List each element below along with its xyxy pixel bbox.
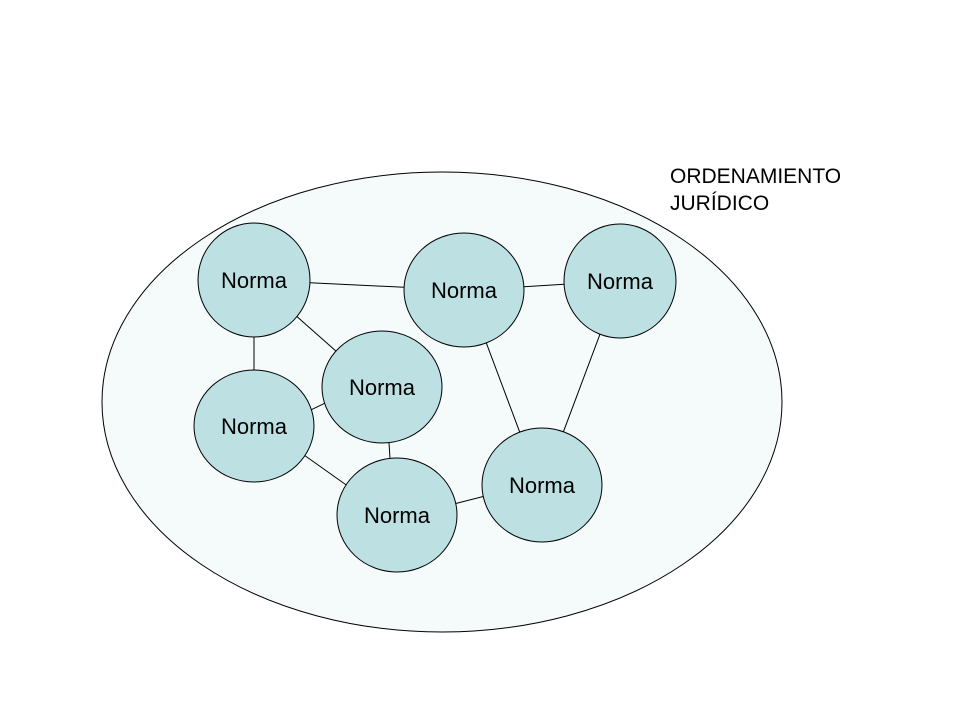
norm-label: Norma xyxy=(509,473,576,498)
norm-label: Norma xyxy=(431,278,498,303)
norm-circle xyxy=(336,457,458,573)
connections xyxy=(253,282,601,504)
norm-label: Norma xyxy=(221,414,288,439)
connection-n2-n3 xyxy=(523,283,565,288)
norm-node-1: Norma xyxy=(197,222,311,338)
connection-n3-n7 xyxy=(562,334,601,432)
connection-n1-n5 xyxy=(296,316,337,352)
diagram-title-line-2: JURÍDICO xyxy=(670,192,769,215)
norm-label: Norma xyxy=(221,268,288,293)
connection-n1-n2 xyxy=(309,282,405,288)
norm-label: Norma xyxy=(587,269,654,294)
connection-n4-n6 xyxy=(304,455,347,486)
norm-circle xyxy=(193,369,315,483)
norm-node-6: Norma xyxy=(336,457,458,573)
norm-node-5: Norma xyxy=(321,330,443,444)
norm-circle xyxy=(197,222,311,338)
norm-node-4: Norma xyxy=(193,369,315,483)
norm-node-2: Norma xyxy=(403,232,525,348)
norm-label: Norma xyxy=(349,375,416,400)
norm-node-3: Norma xyxy=(563,223,677,339)
norm-circle xyxy=(403,232,525,348)
norm-label: Norma xyxy=(364,503,431,528)
connection-n2-n7 xyxy=(485,342,521,433)
diagram-title-line-1: ORDENAMIENTO xyxy=(670,165,841,188)
norm-circle xyxy=(321,330,443,444)
norm-node-7: Norma xyxy=(481,427,603,543)
connection-n5-n4 xyxy=(311,402,325,411)
norm-circle xyxy=(481,427,603,543)
connection-n6-n7 xyxy=(455,496,484,504)
connection-n5-n6 xyxy=(388,442,391,459)
norm-circle xyxy=(563,223,677,339)
